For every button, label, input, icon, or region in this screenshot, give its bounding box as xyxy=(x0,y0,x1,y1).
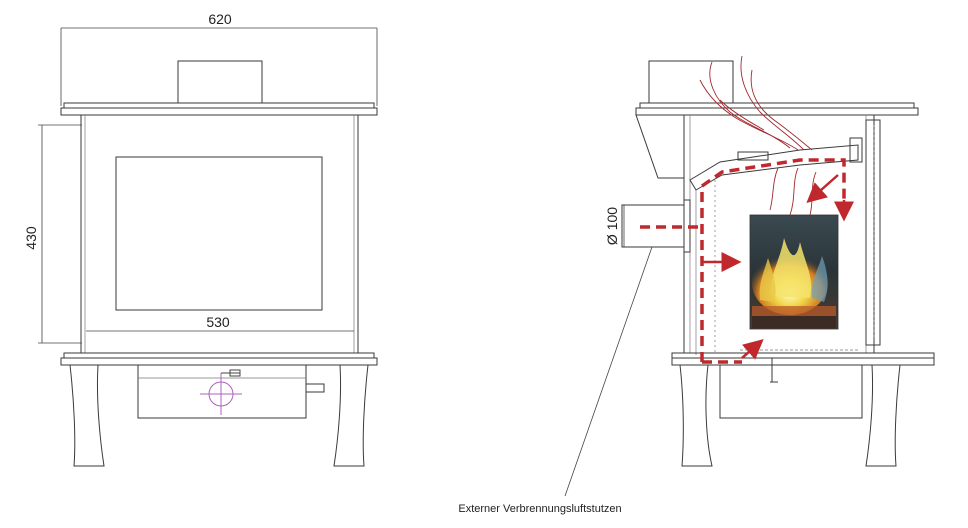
door-glass xyxy=(115,156,323,311)
air-inlet-crosshair xyxy=(200,369,242,415)
height-label: 430 xyxy=(23,226,39,250)
combustion-air-path xyxy=(640,158,854,364)
baffle-clip xyxy=(737,151,769,161)
leg-side-front xyxy=(865,364,901,467)
external-air-inlet-label: Externer Verbrennungsluftstutzen xyxy=(458,503,621,515)
baffle-bracket xyxy=(849,137,863,163)
fire-image xyxy=(749,214,839,330)
annotation-leader-line xyxy=(564,246,653,497)
door-width-dimension: 530 xyxy=(86,314,354,332)
diameter-label: Ø 100 xyxy=(604,207,620,245)
side-section-view: Ø 100 xyxy=(458,55,935,515)
side-base-plate xyxy=(671,352,935,359)
base-plate xyxy=(63,352,375,359)
diameter-dimension: Ø 100 xyxy=(604,205,625,247)
side-ash-pan xyxy=(719,364,863,419)
side-top-plate xyxy=(639,102,915,109)
front-view: 620 430 530 xyxy=(23,11,378,467)
width-label: 620 xyxy=(208,11,232,27)
air-spigot-stub xyxy=(305,383,325,393)
top-plate-lower xyxy=(60,107,378,116)
rear-heat-shield xyxy=(635,114,685,179)
leg-front-left xyxy=(69,364,105,467)
flue-gas-lines xyxy=(699,55,817,216)
width-dimension: 620 xyxy=(60,11,378,106)
side-flue-collar xyxy=(648,60,734,104)
top-plate xyxy=(63,102,375,109)
side-door-frame xyxy=(865,119,881,346)
leg-front-right xyxy=(333,364,369,467)
flue-collar xyxy=(177,60,263,104)
height-dimension: 430 xyxy=(23,124,82,344)
side-top-plate-lower xyxy=(635,107,919,116)
leg-side-rear xyxy=(679,364,713,467)
door-width-label: 530 xyxy=(206,314,230,330)
base-plate-lower xyxy=(60,357,378,366)
